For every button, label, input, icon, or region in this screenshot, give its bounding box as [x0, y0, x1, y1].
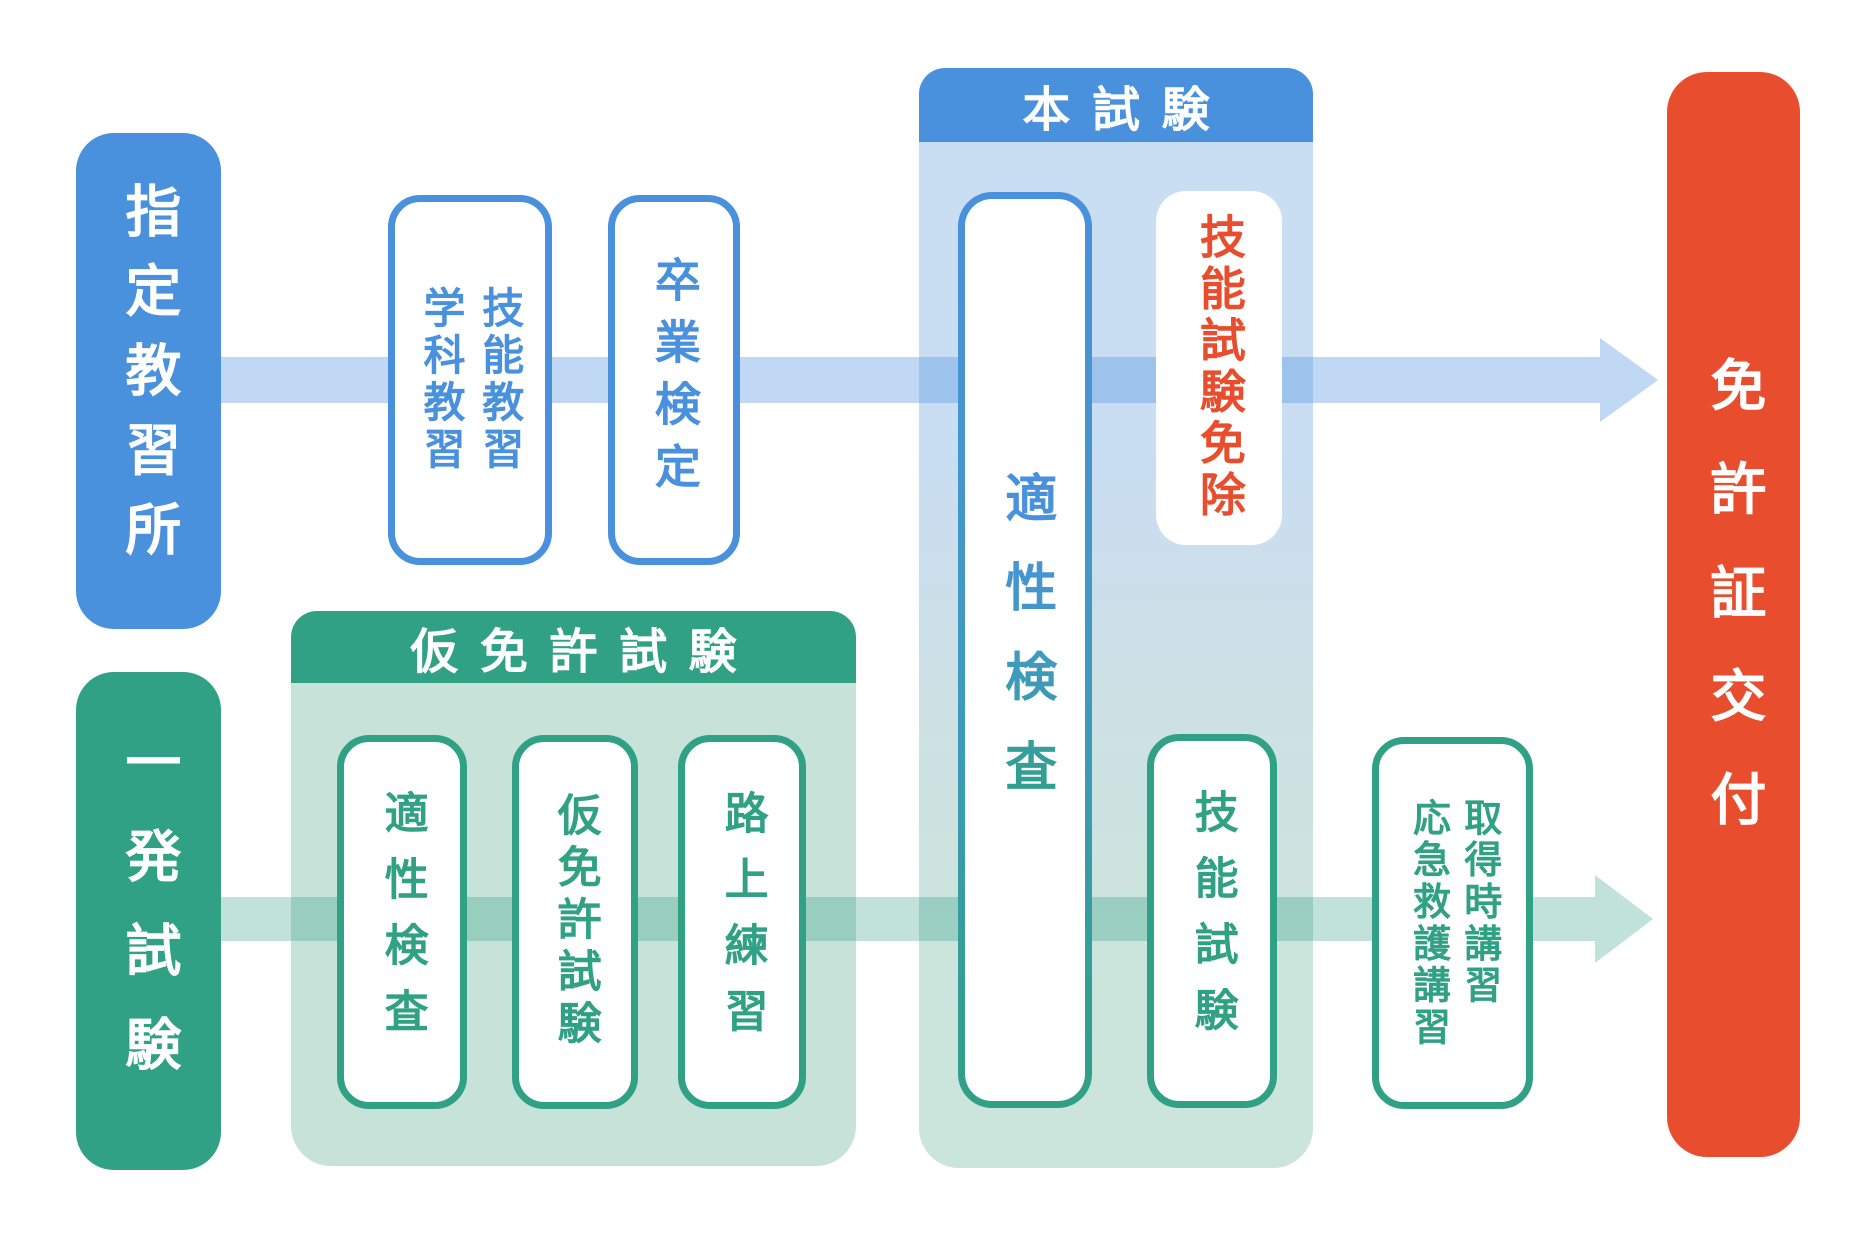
step-school-training: 技能教習 学科教習: [388, 195, 552, 565]
provisional-exam-header: 仮免許試験: [291, 611, 856, 683]
step-road-practice-label: 路上練習: [717, 790, 767, 1054]
step-provisional-license-test: 仮免許試験: [512, 735, 638, 1109]
main-exam-title: 本試験: [1022, 84, 1232, 137]
step-road-practice: 路上練習: [678, 735, 806, 1109]
step-acquisition-training-label: 取得時講習 応急救護講習: [1406, 797, 1500, 1049]
result-license-issuance-label: 免許証交付: [1702, 355, 1766, 874]
step-provisional-license-test-label: 仮免許試験: [550, 792, 600, 1052]
step-aptitude-test-main: 適性検査: [958, 192, 1092, 1108]
step-graduation-exam: 卒業検定: [608, 195, 740, 565]
result-license-issuance: 免許証交付: [1667, 72, 1800, 1157]
step-skill-test-label: 技能試験: [1187, 789, 1237, 1053]
step-acquisition-training: 取得時講習 応急救護講習: [1372, 737, 1533, 1109]
step-aptitude-test-provisional: 適性検査: [337, 735, 467, 1109]
route-direct-exam-label: 一発試験: [117, 732, 181, 1110]
step-skill-test-exemption: 技能試験免除: [1156, 191, 1282, 545]
step-graduation-exam-label: 卒業検定: [648, 255, 701, 505]
route-designated-school: 指定教習所: [76, 133, 221, 629]
step-aptitude-test-main-inner: 適性検査: [965, 199, 1085, 1101]
step-school-training-label: 技能教習 学科教習: [418, 285, 524, 475]
step-skill-test-exemption-label: 技能試験免除: [1193, 213, 1246, 523]
step-skill-test: 技能試験: [1147, 734, 1277, 1108]
step-aptitude-test-provisional-label: 適性検査: [377, 790, 427, 1054]
designated-school-arrowhead-icon: [1600, 338, 1658, 422]
step-aptitude-test-main-label: 適性検査: [991, 471, 1059, 829]
route-designated-school-label: 指定教習所: [117, 182, 181, 580]
route-direct-exam: 一発試験: [76, 672, 221, 1170]
direct-exam-arrowhead-icon: [1595, 875, 1653, 963]
provisional-exam-title: 仮免許試験: [410, 626, 759, 679]
main-exam-header: 本試験: [919, 68, 1313, 142]
